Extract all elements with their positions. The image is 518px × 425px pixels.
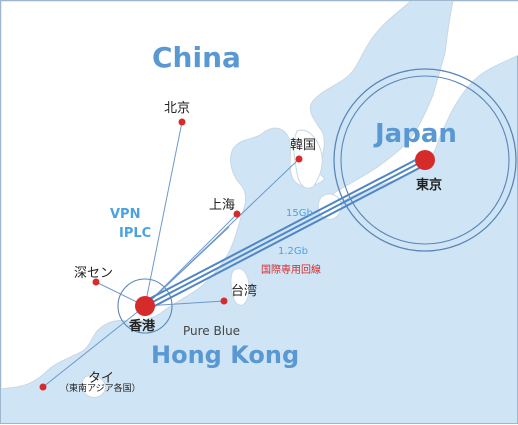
city-note-southeast-asia: （東南アジア各国）: [60, 384, 141, 394]
link-shanghai: [144, 213, 238, 307]
region-label-hong-kong: Hong Kong: [151, 341, 300, 369]
city-label-thailand: タイ: [88, 371, 115, 386]
international-line-c: [144, 164, 426, 312]
thailand-dot: [39, 383, 47, 391]
link-beijing: [144, 121, 183, 307]
city-label-taiwan: 台湾: [231, 284, 258, 299]
taiwan-dot: [220, 297, 228, 305]
international-line-a: [144, 154, 426, 302]
hong-kong-hub-dot: [135, 296, 155, 316]
vpn-label: VPN: [110, 207, 141, 222]
tokyo-outer-ring: [333, 68, 517, 252]
beijing-dot: [178, 118, 186, 126]
hong-kong-ring: [117, 278, 173, 334]
tokyo-inner-ring: [340, 75, 510, 245]
iplc-label: IPLC: [119, 226, 152, 241]
shenzhen-dot: [92, 278, 100, 286]
taiwan-island: [230, 268, 250, 306]
shanghai-dot: [233, 210, 241, 218]
pure-blue-label: Pure Blue: [183, 324, 241, 338]
international-line-label: 国際専用回線: [261, 265, 321, 276]
international-line-b: [144, 159, 426, 307]
city-label-shenzhen: 深セン: [74, 266, 114, 281]
bandwidth-label-1-2gb: 1.2Gb: [278, 246, 308, 257]
city-label-hong-kong: 香港: [129, 319, 156, 334]
city-label-tokyo: 東京: [416, 178, 443, 193]
korean-peninsula: [293, 129, 323, 189]
city-label-shanghai: 上海: [209, 198, 236, 213]
bandwidth-label-15gb: 15Gb: [286, 208, 313, 219]
city-label-beijing: 北京: [164, 101, 191, 116]
tokyo-hub-dot: [415, 150, 435, 170]
region-label-japan: Japan: [375, 119, 457, 149]
city-label-korea: 韓国: [290, 138, 317, 153]
link-thailand: [42, 305, 146, 388]
hainan-island: [81, 374, 106, 398]
region-label-china: China: [152, 41, 241, 74]
mainland-asia-landmass: [1, 1, 412, 390]
korea-dot: [295, 155, 303, 163]
